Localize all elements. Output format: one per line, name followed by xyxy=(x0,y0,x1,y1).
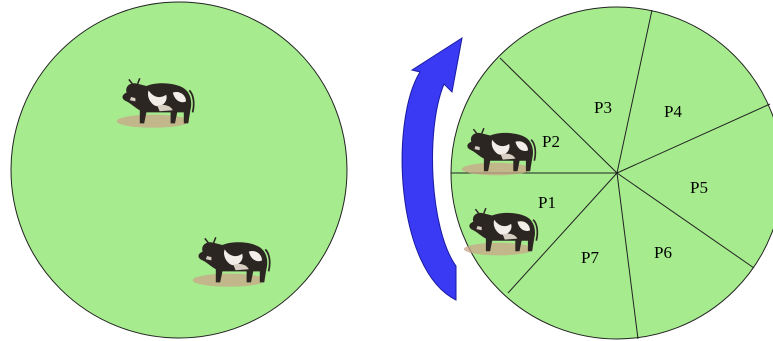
curved-arrow-icon xyxy=(401,36,463,301)
paddock-label-p1: P1 xyxy=(538,193,556,212)
paddock-label-p4: P4 xyxy=(664,102,682,121)
paddock-label-p6: P6 xyxy=(654,243,672,262)
paddock-label-p3: P3 xyxy=(594,98,612,117)
right-pasture: P1 P2 P3 P4 P5 P6 P7 xyxy=(450,6,773,340)
paddock-label-p5: P5 xyxy=(690,178,708,197)
paddock-label-p2: P2 xyxy=(542,132,560,151)
left-pasture xyxy=(10,1,348,339)
paddock-label-p7: P7 xyxy=(581,248,599,267)
